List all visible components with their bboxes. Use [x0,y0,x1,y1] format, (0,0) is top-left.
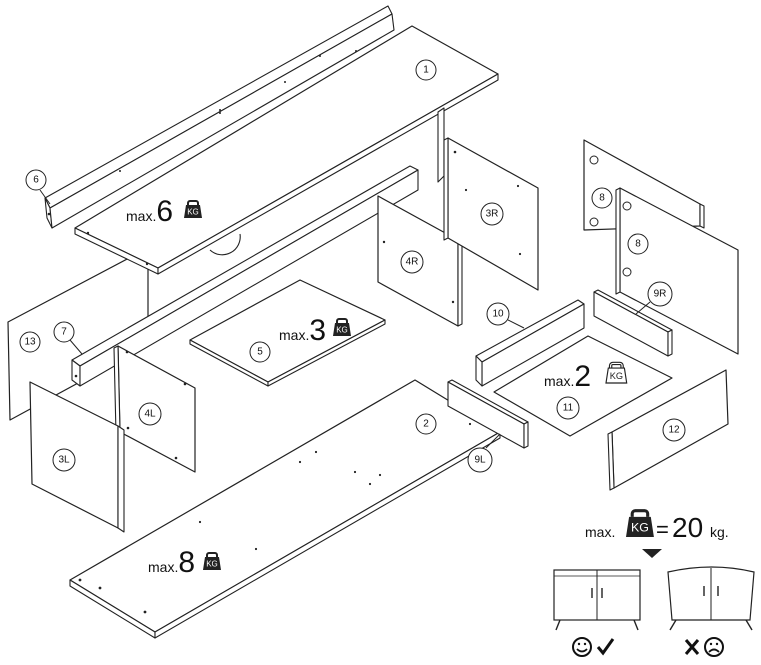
label-part-13: 13 [19,331,41,353]
svg-text:5: 5 [257,347,263,358]
weight-kg-icon: KG [333,318,351,336]
svg-text:KG: KG [206,560,218,569]
svg-text:9L: 9L [474,455,486,466]
weight-kg-icon: KG [203,552,221,570]
part-1-top-board [74,25,499,275]
part-9R-rail [593,289,673,357]
part-9L-rail [447,379,529,449]
svg-text:11: 11 [563,403,574,414]
svg-text:max.: max. [585,524,615,540]
svg-text:4R: 4R [406,257,419,268]
label-part-11: 11 [556,396,580,420]
part-6-rail [44,5,395,229]
part-5-shelf [189,279,386,387]
label-part-4L: 4L [138,402,162,426]
svg-text:KG: KG [187,208,199,217]
svg-text:max.3: max.3 [279,314,326,347]
cross-frown-icon [684,637,724,657]
svg-text:8: 8 [599,193,605,204]
svg-text:kg.: kg. [710,524,729,540]
svg-text:7: 7 [61,327,67,338]
part-8-door-back [583,139,705,231]
svg-text:3R: 3R [486,209,499,220]
label-part-2: 2 [415,413,437,435]
label-part-8-back: 8 [591,187,613,209]
svg-text:6: 6 [33,175,39,186]
svg-text:4L: 4L [144,409,156,420]
arrow-down-icon [642,549,662,558]
weight-kg-icon: KG [626,509,654,537]
load-limit-shelf-5: max.3 KG [279,314,351,347]
svg-text:3L: 3L [58,455,70,466]
svg-text:1: 1 [423,65,429,76]
label-part-8-front: 8 [627,233,649,255]
weight-kg-icon: KG [184,200,202,218]
part-3L-side-panel [29,381,125,533]
part-7-rail [71,165,419,387]
load-limit-shelf-1: max.6 KG [126,195,202,228]
svg-text:max.2: max.2 [544,360,591,393]
svg-text:KG: KG [610,371,623,381]
svg-text:10: 10 [492,309,504,320]
total-load-note: max. KG = 20 kg. [585,509,729,558]
weight-kg-icon: KG [605,361,628,384]
svg-text:9R: 9R [654,289,667,300]
part-11-drawer-bottom [493,335,673,437]
load-limit-shelf-2: max.8 KG [148,546,221,579]
part-8-door-front [615,187,739,355]
label-part-3L: 3L [52,448,76,472]
svg-text:13: 13 [24,337,36,348]
label-part-3R: 3R [480,202,504,226]
svg-text:KG: KG [336,326,348,335]
label-part-9R: 9R [635,281,673,315]
load-limit-shelf-11: max.2 KG [544,360,628,393]
label-part-1: 1 [415,59,437,81]
label-part-12: 12 [662,418,686,442]
svg-text:KG: KG [631,521,649,535]
part-10-rail [475,299,585,387]
part-2-bottom-board [69,379,501,639]
svg-text:8: 8 [635,239,641,250]
svg-text:max.6: max.6 [126,195,173,228]
label-part-10: 10 [486,302,525,329]
smiley-check-icon [572,637,615,657]
svg-text:=: = [656,517,669,542]
svg-text:2: 2 [423,419,429,430]
label-part-9L: 9L [467,433,501,473]
svg-text:12: 12 [668,425,680,436]
svg-text:max.8: max.8 [148,546,195,579]
label-part-6: 6 [25,169,51,205]
label-part-5: 5 [249,341,271,363]
label-part-4R: 4R [400,250,424,274]
svg-text:20: 20 [672,512,703,543]
cabinet-incorrect [667,566,755,657]
part-labels: 1 6 13 7 4L 3L 5 2 4R 3R 8 8 9R 10 11 9L… [19,59,686,473]
label-part-7: 7 [53,321,83,355]
cabinet-correct [553,569,641,657]
